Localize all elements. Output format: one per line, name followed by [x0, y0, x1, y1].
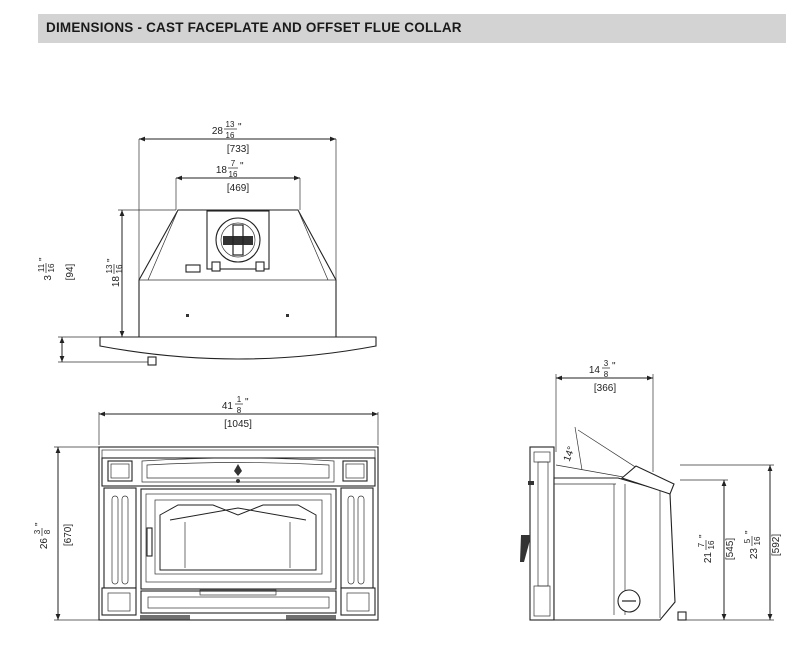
svg-text:1: 1 — [237, 395, 242, 404]
svg-text:7: 7 — [697, 542, 706, 547]
svg-text:[1045]: [1045] — [224, 419, 252, 430]
svg-text:8: 8 — [604, 370, 609, 379]
svg-text:16: 16 — [229, 170, 238, 179]
dimension-top-lip: 3 11 16 " [94] — [37, 257, 76, 281]
svg-text:7: 7 — [231, 159, 236, 168]
svg-text:18: 18 — [216, 165, 228, 176]
svg-text:26: 26 — [39, 538, 50, 550]
svg-text:16: 16 — [226, 131, 235, 140]
svg-text:16: 16 — [115, 264, 124, 273]
dimension-front-height: 26 3 8 " [670] — [33, 522, 74, 549]
svg-text:[545]: [545] — [725, 538, 736, 560]
svg-text:[733]: [733] — [227, 144, 249, 155]
svg-text:[592]: [592] — [771, 534, 782, 556]
dimension-side-depth: 14 3 8 " [366] — [589, 359, 616, 394]
svg-text:14: 14 — [589, 365, 601, 376]
side-view-drawing — [520, 374, 774, 621]
svg-text:": " — [744, 530, 755, 534]
svg-text:": " — [612, 361, 616, 372]
svg-text:5: 5 — [743, 538, 752, 543]
svg-text:13: 13 — [226, 120, 235, 129]
svg-text:[469]: [469] — [227, 183, 249, 194]
svg-text:16: 16 — [47, 263, 56, 272]
svg-text:8: 8 — [237, 406, 242, 415]
svg-text:": " — [245, 397, 249, 408]
dimension-side-angle: 14° — [562, 445, 578, 463]
dimension-front-width: 41 1 8 " [1045] — [222, 395, 252, 430]
svg-text:11: 11 — [37, 263, 46, 272]
svg-text:41: 41 — [222, 401, 234, 412]
svg-text:13: 13 — [105, 264, 114, 273]
svg-text:": " — [38, 257, 49, 261]
svg-text:21: 21 — [703, 552, 714, 564]
svg-text:[366]: [366] — [594, 383, 616, 394]
svg-text:3: 3 — [604, 359, 609, 368]
dimension-side-height-a: 21 7 16 " [545] — [697, 534, 736, 563]
dimension-top-depth: 18 13 16 " — [105, 258, 124, 287]
svg-text:16: 16 — [753, 536, 762, 545]
svg-text:23: 23 — [749, 548, 760, 560]
top-view-drawing — [58, 136, 377, 366]
svg-text:": " — [698, 534, 709, 538]
svg-text:": " — [34, 522, 45, 526]
dimension-top-flue: 18 7 16 " [469] — [216, 159, 249, 194]
svg-text:": " — [238, 122, 242, 133]
svg-text:[670]: [670] — [63, 524, 74, 546]
svg-text:": " — [240, 161, 244, 172]
page-title: DIMENSIONS - CAST FACEPLATE AND OFFSET F… — [46, 20, 462, 35]
front-view-drawing — [54, 411, 379, 621]
svg-text:14°: 14° — [562, 445, 578, 463]
svg-text:": " — [106, 258, 117, 262]
dimension-top-overall: 28 13 16 " [733] — [212, 120, 249, 155]
svg-text:28: 28 — [212, 126, 224, 137]
svg-text:8: 8 — [43, 529, 52, 534]
dimension-side-height-b: 23 5 16 " [592] — [743, 530, 782, 559]
svg-text:3: 3 — [33, 529, 42, 534]
svg-text:[94]: [94] — [65, 263, 76, 280]
header-bar: DIMENSIONS - CAST FACEPLATE AND OFFSET F… — [38, 14, 786, 43]
svg-text:18: 18 — [111, 276, 122, 288]
svg-text:3: 3 — [43, 275, 54, 281]
svg-text:16: 16 — [707, 540, 716, 549]
